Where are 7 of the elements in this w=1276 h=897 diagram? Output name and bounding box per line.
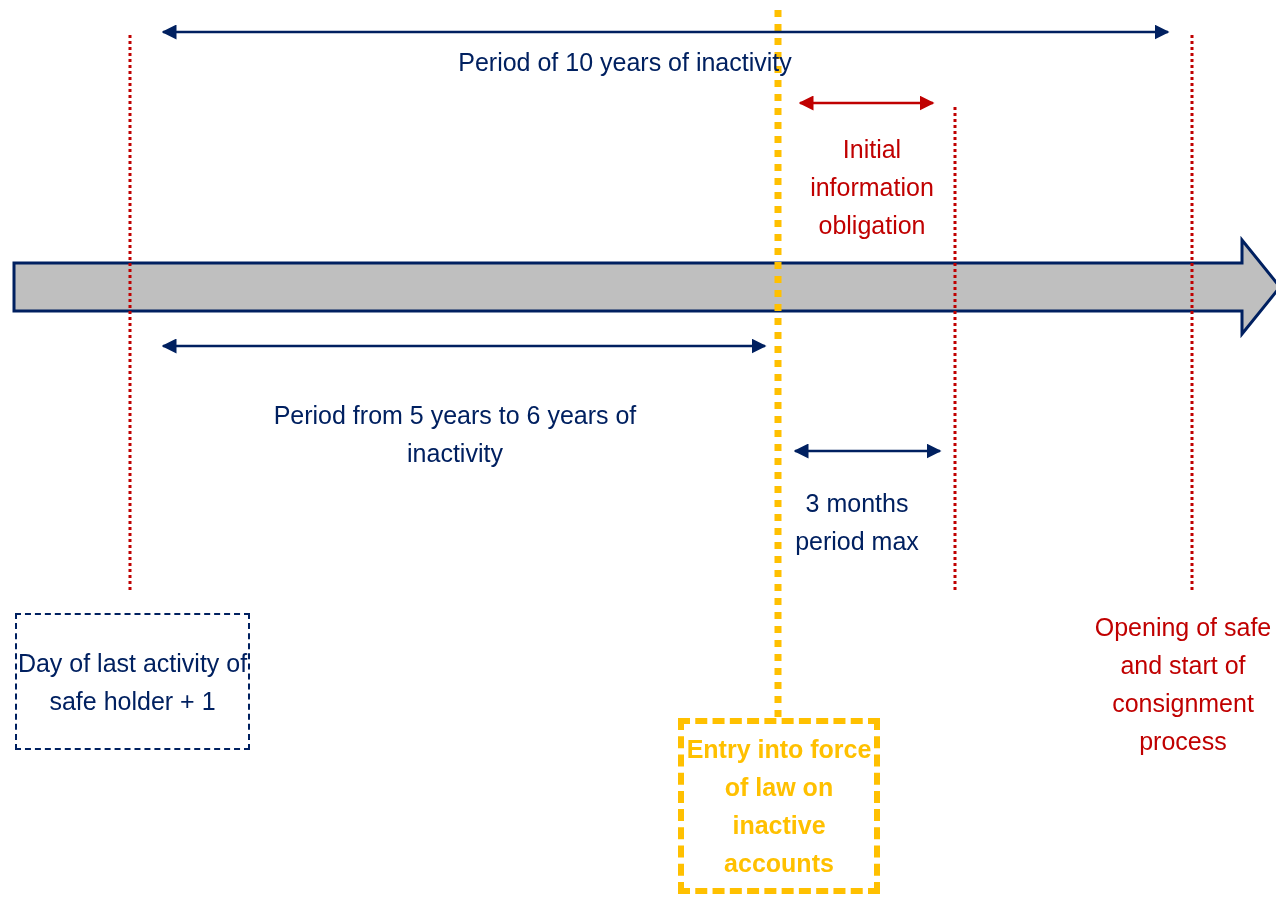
period-label: Initial information obligation — [809, 134, 935, 241]
period-label: Opening of safe and start of consignment process — [1093, 612, 1273, 757]
period-label: Period from 5 years to 6 years of inactivity — [272, 400, 638, 469]
period-label: 3 months period max — [794, 488, 920, 557]
dashed-box: Day of last activity of safe holder + 1 — [15, 613, 250, 750]
period-label: Period of 10 years of inactivity — [457, 47, 793, 78]
dashed-box: Entry into force of law on inactive accounts — [678, 718, 880, 894]
